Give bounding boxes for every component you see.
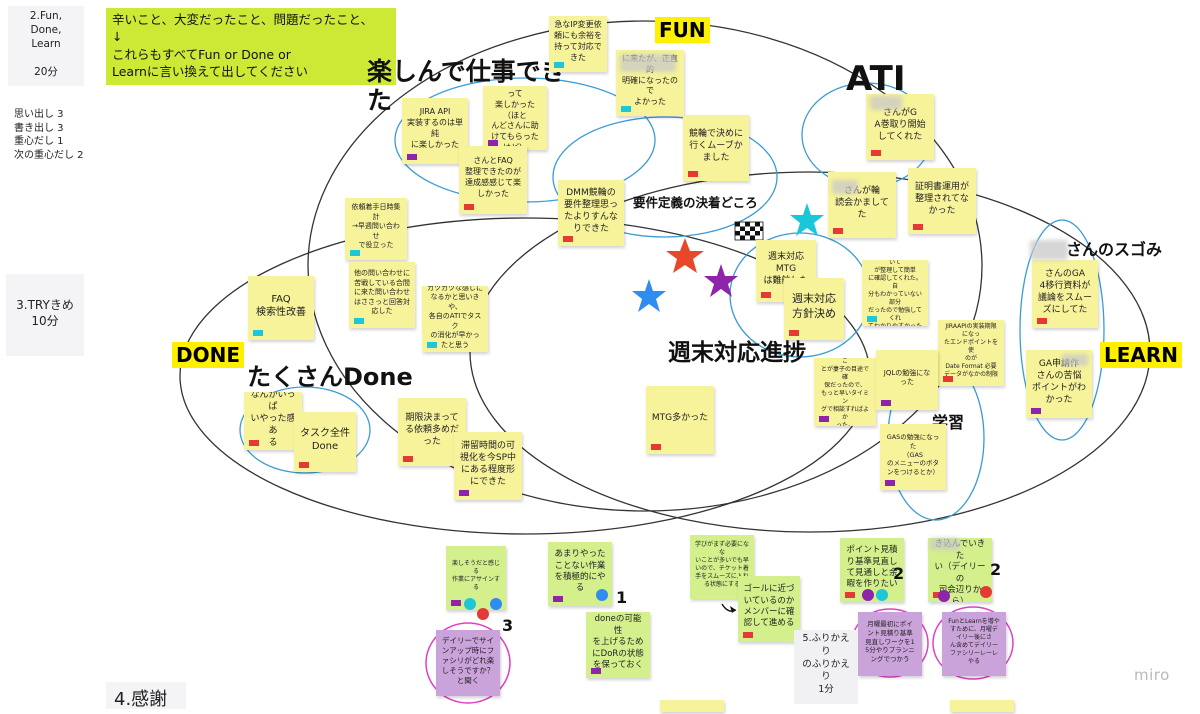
sticky-note[interactable]: DMM競輪の 要件整理思っ たよりすんな りできた [558,180,624,246]
miro-watermark: miro [1134,666,1170,684]
vote-dot[interactable] [464,598,476,610]
sidebar-section-label: 3.TRYきめ 10分 [16,297,74,328]
sticky-note[interactable]: JQLの勉強になった [876,350,938,410]
redacted-name [930,538,960,550]
star-blue-icon[interactable] [632,279,666,312]
sticky-note[interactable]: 依頼着手日時集計 →早週問い合わせ で役立った [345,198,407,260]
sticky-note-partial[interactable] [950,700,1014,712]
heading-requirements: 要件定義の決着どころ [633,195,758,210]
sticky-note[interactable]: 要件や実現したいこ とが妻子の目途で確 保だったので、 もっと早いタイミン グで… [814,358,876,426]
label-learn: LEARN [1100,342,1183,368]
heading-sugoi: さんのスゴみ [1066,240,1163,259]
instruction-text: 辛いこと、大変だったこと、問題だったこと、 ↓ これらもすべてFun or Do… [112,12,374,79]
try-note[interactable]: FunとLearnを増や すために、月曜デ イリー後にさ ん含めてデイリー ファ… [942,612,1006,676]
try-note[interactable]: ゴールに近づ いているのか メンバーに確 認して進める [738,576,800,642]
sticky-note[interactable]: 他の問い合わせに 苦戦している合間 に来た問い合わせ はささっと回答対 応した [349,262,415,328]
sticky-note[interactable]: 証明書運用が 整理されてな かった [908,168,976,234]
vote-dot[interactable] [477,608,489,620]
sticky-note[interactable]: JIRA API 実装するのは単純 に楽しかった [402,98,468,164]
sticky-note[interactable]: 滞留時間の可 視化を今SP中 にある程度形 にできた [454,432,522,500]
cluster-learn-circle [1019,219,1105,441]
sticky-note[interactable]: さんがG A巻取り開始 してくれた [866,94,934,160]
sticky-note[interactable]: 1年で出す項目について が整理して簡単 に確認してくれた。自 分もわかっていない… [862,260,928,326]
vote-dot[interactable] [938,590,950,602]
star-red-icon[interactable] [666,238,704,273]
vote-dot[interactable] [862,589,874,601]
sticky-note[interactable]: なんかいっぱ いやった感あ る [244,392,302,450]
sticky-note[interactable]: カツカツな感じに なるかと思いきや、 各自のATIでタスク の消化が早かっ たと… [422,286,488,352]
try-note[interactable]: doneの可能性 を上げるため にDoRの状態 を保っておく [586,612,650,678]
cluster-done-circle [239,386,371,474]
vote-ring-1 [425,622,511,704]
sticky-note[interactable]: MTG多かった [646,386,714,454]
try-note[interactable]: デイリーでサイ ンアップ時にフ ァシリがどれ楽 しそうですか？ と聞く [436,630,500,696]
retro-of-retro-note[interactable]: 5.ふりかえり のふりかえり 1分 [794,630,858,704]
sidebar-panel: 2.Fun, Done, Learn 20分 思い出し 3 書き出し 3 重心だ… [0,0,100,709]
sticky-note[interactable]: さんとFAQ 整理できたのが 達成感感じて楽 しかった [459,146,527,214]
sticky-note[interactable]: JIRAAPIの実装期限になっ たエンドポイントを使 のが Date Forma… [938,320,1004,386]
section-thanks[interactable]: 4.感謝 [106,682,186,710]
vote-count: 2 [990,560,1002,579]
redacted-name [870,96,902,110]
sidebar-section-label: 2.Fun, Done, Learn 20分 [29,9,63,79]
vote-dot[interactable] [980,586,992,598]
redacted-name [1030,240,1068,260]
label-done: DONE [172,342,245,368]
checkered-flag-icon [734,221,764,241]
redacted-name [620,54,676,72]
heading-many-done: たくさんDone [247,363,413,391]
sidebar-section-try[interactable]: 3.TRYきめ 10分 [6,274,84,356]
sticky-note[interactable]: 急なIP変更依 頼にも余裕を 持って対応で きた [549,16,607,72]
label-fun: FUN [655,17,710,43]
heading-fun-work: 楽しんで仕事でき た [367,57,566,115]
star-cyan-icon[interactable] [790,203,824,236]
sticky-note[interactable]: 競輪で決めに 行くムーブか ました [683,115,749,181]
instruction-note[interactable]: 辛いこと、大変だったこと、問題だったこと、 ↓ これらもすべてFun or Do… [106,8,396,85]
sticky-note[interactable]: さんのGA 4移行資料が 議論をスムー ズにしてた [1032,260,1098,328]
vote-ring-3 [932,606,1014,680]
try-note[interactable]: 学びがまず必要になな いことが多いでも早 いので、チケット着 手をスムーズに入れ… [690,535,754,599]
star-purple-icon[interactable] [704,264,738,297]
sticky-note-partial[interactable] [660,700,724,712]
try-note[interactable]: 月曜最初にポイ ント見積り基準 見直しワークを1 5分やりプランニ ングでつかう [858,612,922,676]
vote-count: 1 [616,588,628,607]
vote-count: 2 [893,564,905,583]
arrow-head-icon [730,606,736,613]
sticky-note[interactable]: GASの勉強になった （GAS のメニューのボタ ンをつけるとか） [880,424,946,490]
sticky-note[interactable]: タスク全件 Done [294,412,356,472]
sidebar-schedule: 思い出し 3 書き出し 3 重心だし 1 次の重心だし 2 [14,109,84,161]
heading-weekend: 週末対応進捗 [668,340,806,366]
redacted-name [1062,354,1088,366]
vote-dot[interactable] [490,598,502,610]
heading-ati: ATI [846,59,906,99]
sidebar-section-fun-done-learn[interactable]: 2.Fun, Done, Learn 20分 [8,6,84,86]
sticky-note[interactable]: FAQ 検索性改善 [248,276,314,340]
section-thanks-label: 4.感謝 [114,689,168,710]
cluster-requirements-circle [552,116,778,238]
sticky-note[interactable]: 久々にGAS触って 楽しかった（ほと んどさんに助 けてもらったけど） [483,86,547,150]
vote-dot[interactable] [876,589,888,601]
redacted-name [832,180,858,194]
vote-count: 3 [502,616,514,635]
vote-dot[interactable] [596,589,608,601]
fun-ellipse [307,20,983,512]
sticky-note[interactable]: 週末対応 方針決め [784,278,844,340]
